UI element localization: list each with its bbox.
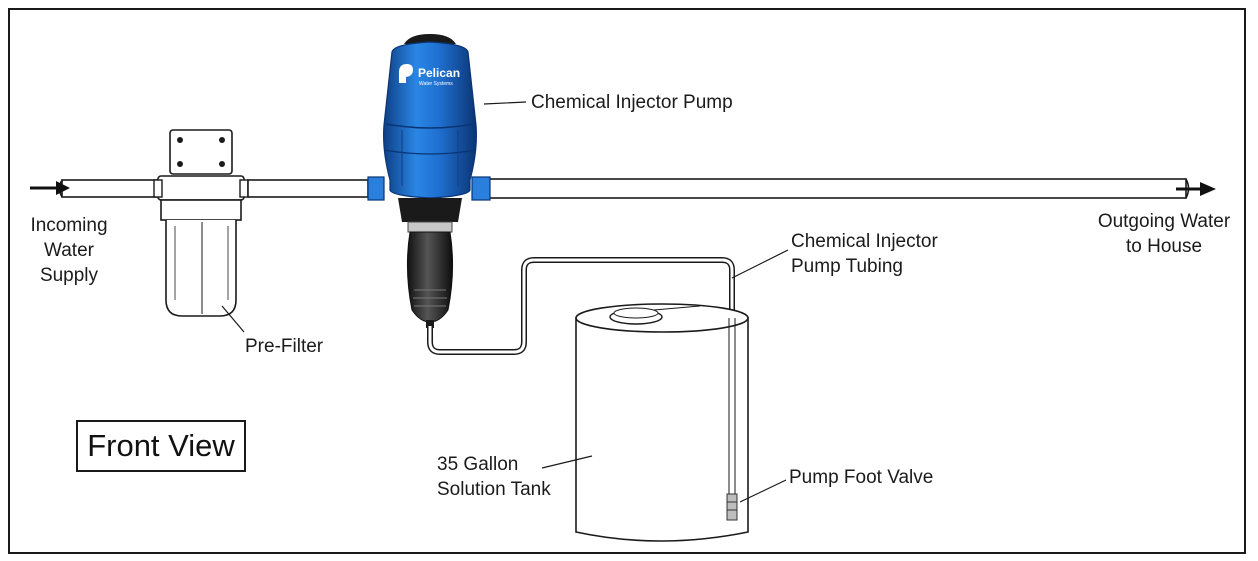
foot-valve-icon — [726, 493, 738, 521]
chemical-injector-pump: Pelican Water Systems — [367, 34, 491, 328]
outgoing-pipe — [484, 178, 1190, 199]
front-view-caption: Front View — [76, 420, 246, 472]
leader-lines — [221, 101, 789, 503]
pre-filter — [153, 129, 249, 317]
label-solution-tank: 35 Gallon Solution Tank — [437, 454, 551, 500]
label-pump-foot-valve: Pump Foot Valve — [789, 467, 934, 488]
label-incoming-water-supply: Incoming Water Supply — [30, 215, 108, 286]
label-chemical-injector-pump-tubing: Chemical Injector Pump Tubing — [791, 231, 938, 277]
label-chemical-injector-pump: Chemical Injector Pump — [531, 92, 733, 113]
label-pre-filter: Pre-Filter — [245, 336, 324, 357]
pelican-logo: Pelican Water Systems — [399, 64, 460, 87]
front-view-text: Front View — [87, 428, 235, 463]
middle-pipe — [247, 179, 372, 198]
pump-brand-name: Pelican — [418, 66, 460, 80]
inlet-arrow-icon — [30, 181, 70, 195]
label-outgoing-water: Outgoing Water to House — [1097, 211, 1231, 257]
solution-tank — [575, 303, 749, 542]
incoming-pipe — [58, 179, 159, 198]
chemical-injector-tubing — [427, 257, 735, 355]
outlet-arrow-icon — [1176, 182, 1216, 196]
pump-brand-tagline: Water Systems — [419, 81, 453, 87]
